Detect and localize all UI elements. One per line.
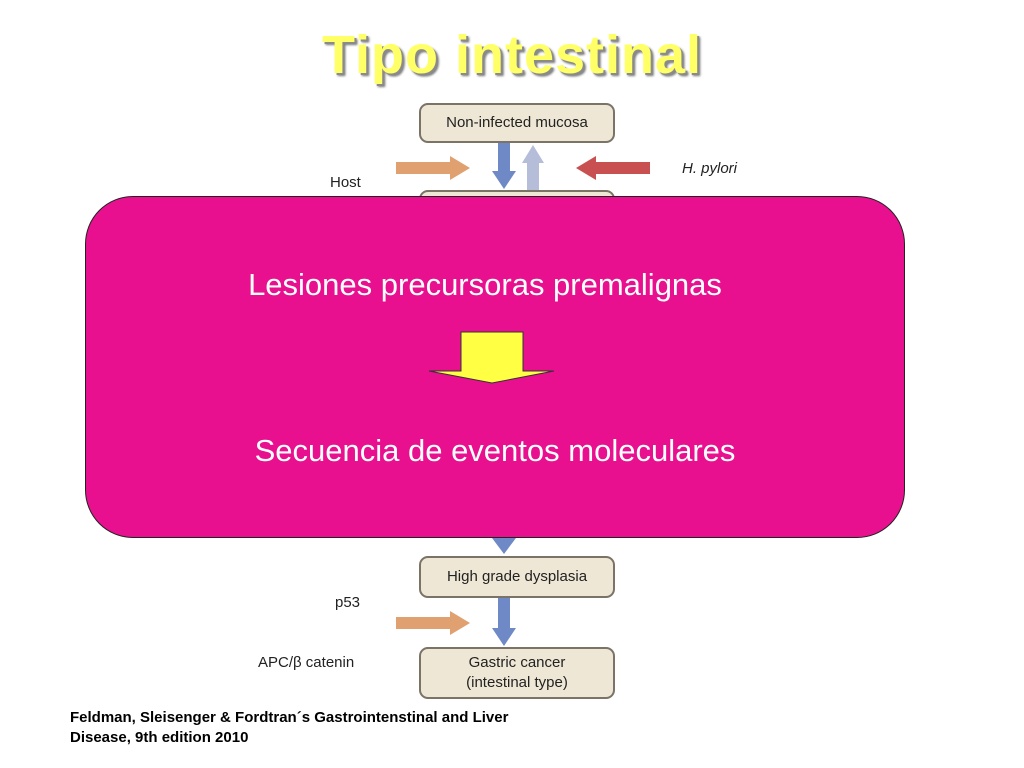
- hpylori-arrow: [576, 156, 650, 180]
- box-gastric-cancer-line2: (intestinal type): [466, 674, 568, 691]
- host-arrow: [396, 156, 470, 180]
- down-arrow-2: [492, 538, 516, 554]
- box-non-infected-mucosa-label: Non-infected mucosa: [446, 114, 588, 131]
- up-arrow-1: [522, 145, 544, 197]
- box-high-grade-dysplasia-label: High grade dysplasia: [446, 568, 588, 585]
- box-gastric-cancer: Gastric cancer (intestinal type): [419, 647, 615, 699]
- p53-arrow: [396, 611, 470, 635]
- box-gastric-cancer-line1: Gastric cancer: [468, 654, 566, 671]
- down-arrow-3: [492, 598, 516, 646]
- overlay-line-1: Lesiones precursoras premalignas: [248, 267, 722, 302]
- citation-line-1: Feldman, Sleisenger & Fordtran´s Gastroi…: [70, 709, 509, 726]
- box-high-grade-dysplasia: High grade dysplasia: [419, 556, 615, 598]
- box-non-infected-mucosa: Non-infected mucosa: [419, 103, 615, 143]
- overlay-line-2: Secuencia de eventos moleculares: [254, 433, 736, 468]
- label-host: Host: [330, 174, 361, 191]
- citation-footer: Feldman, Sleisenger & Fordtran´s Gastroi…: [70, 708, 610, 748]
- label-apc-beta-catenin: APC/β catenin: [258, 654, 355, 671]
- label-p53: p53: [335, 594, 361, 611]
- label-h-pylori: H. pylori: [682, 160, 738, 177]
- down-arrow-1: [492, 143, 516, 189]
- slide-title: Tipo intestinal: [321, 25, 703, 85]
- overlay-panel: Lesiones precursoras premalignas Secuenc…: [85, 196, 905, 538]
- citation-line-2: Disease, 9th edition 2010: [70, 729, 249, 746]
- yellow-down-arrow: [428, 331, 555, 384]
